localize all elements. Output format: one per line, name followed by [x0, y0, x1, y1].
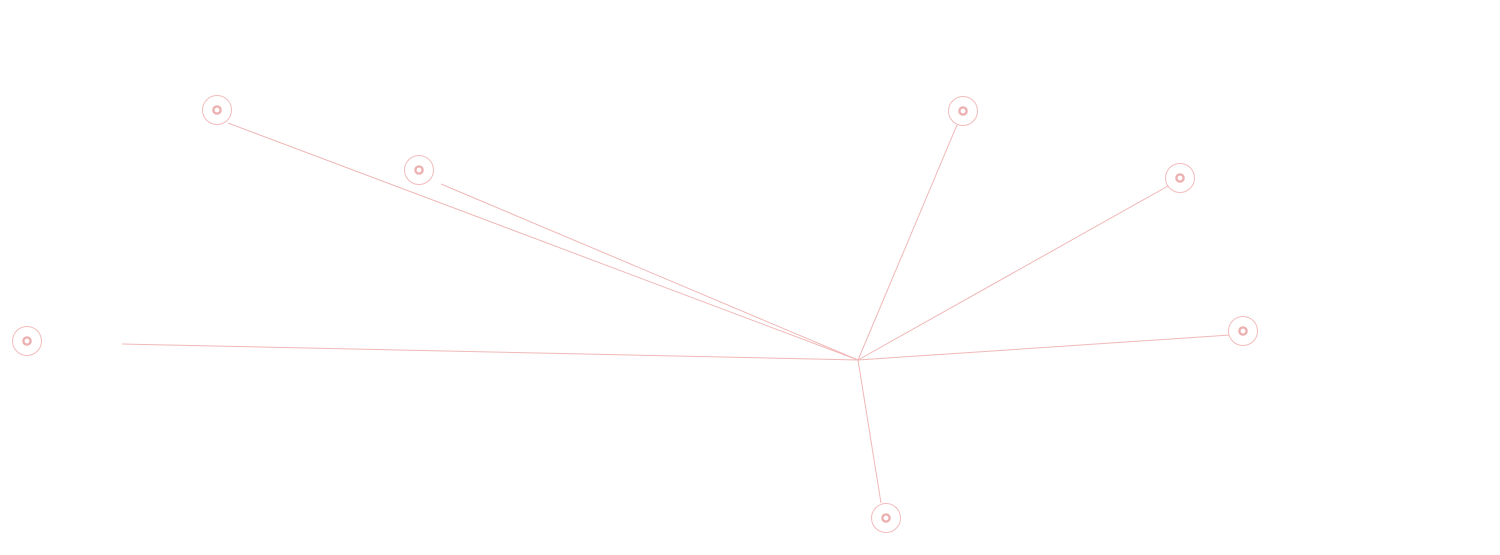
node-center-dot-icon	[414, 165, 424, 175]
connector-line-node-7	[121, 343, 859, 361]
target-ring-icon	[871, 503, 901, 533]
node-center-dot-icon	[22, 336, 32, 346]
node-center-dot-icon	[881, 513, 891, 523]
node-center-dot-icon	[1175, 173, 1185, 183]
node-3[interactable]	[948, 96, 978, 126]
target-ring-icon	[1165, 163, 1195, 193]
target-ring-icon	[948, 96, 978, 126]
node-4[interactable]	[1165, 163, 1195, 193]
connector-line-node-4	[857, 185, 1169, 361]
node-center-dot-icon	[958, 106, 968, 116]
connector-line-node-2	[440, 183, 859, 361]
edge-group	[121, 122, 1231, 504]
connector-line-node-6	[857, 359, 882, 504]
connector-line-node-1	[227, 122, 859, 361]
node-center-dot-icon	[212, 105, 222, 115]
target-ring-icon	[1228, 316, 1258, 346]
node-6[interactable]	[871, 503, 901, 533]
connector-line-node-5	[857, 334, 1231, 361]
target-ring-icon	[12, 326, 42, 356]
node-2[interactable]	[404, 155, 434, 185]
node-center-dot-icon	[1238, 326, 1248, 336]
connector-line-node-3	[857, 124, 958, 361]
node-group	[12, 95, 1258, 533]
node-5[interactable]	[1228, 316, 1258, 346]
node-7[interactable]	[12, 326, 42, 356]
node-1[interactable]	[202, 95, 232, 125]
target-ring-icon	[202, 95, 232, 125]
target-ring-icon	[404, 155, 434, 185]
